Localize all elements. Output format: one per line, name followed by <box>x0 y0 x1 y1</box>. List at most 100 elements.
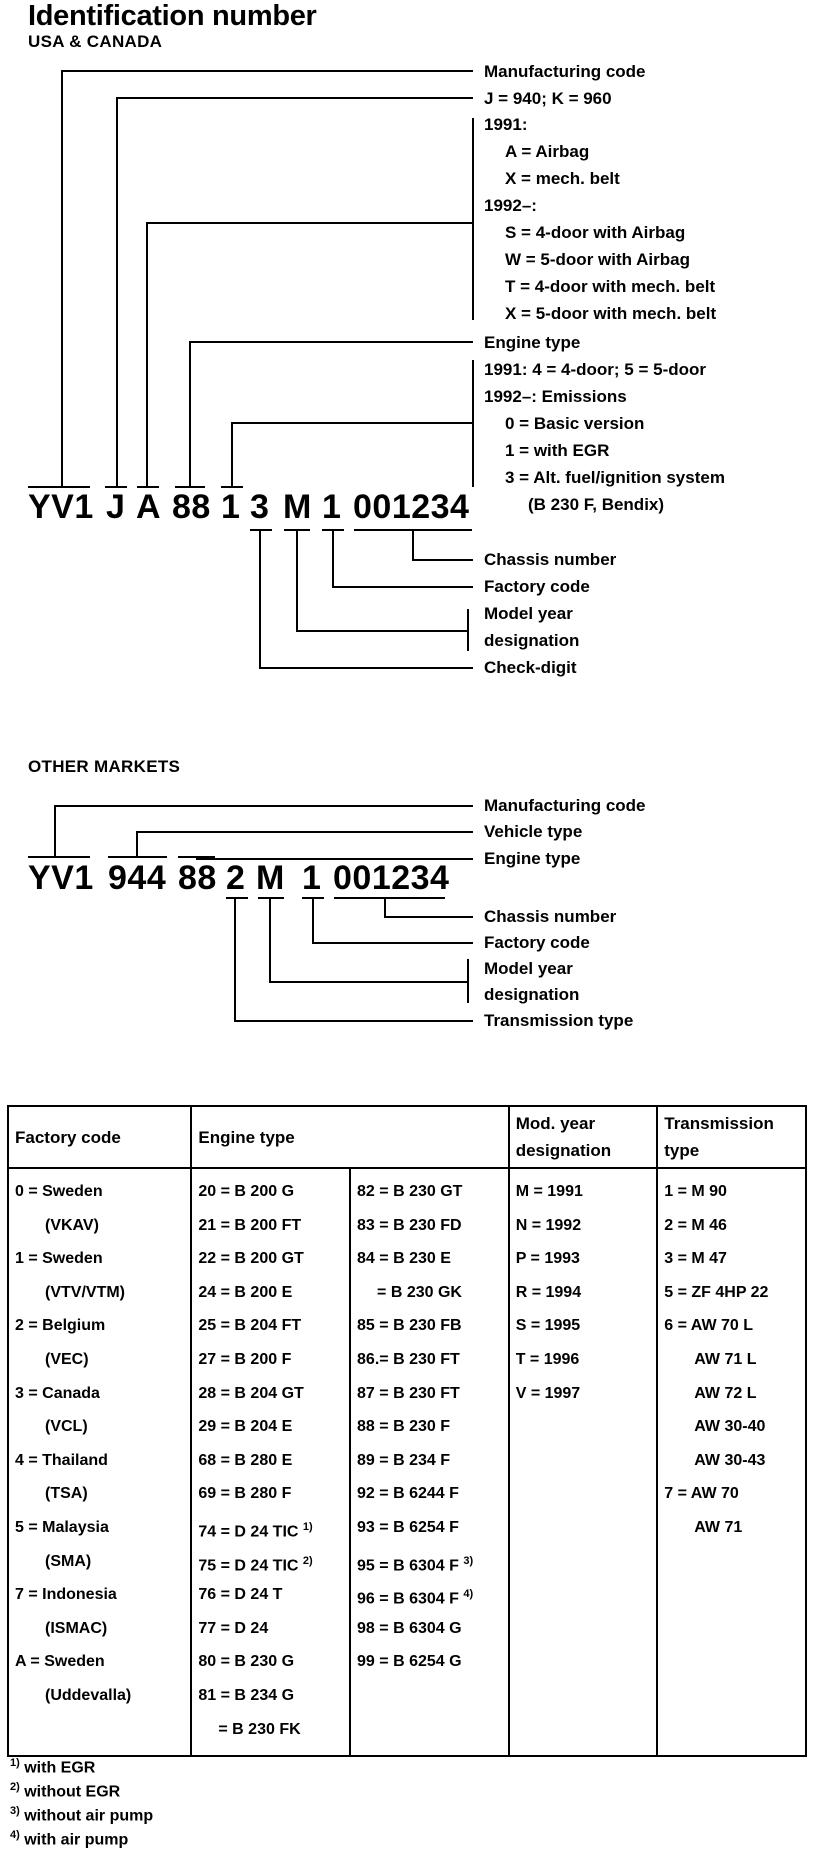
leader-restraint <box>146 222 473 487</box>
cell-text: 80 = B 230 G <box>198 1653 295 1671</box>
cell-text: 7 = AW 70 <box>664 1485 739 1503</box>
om-leader-vehicle-type <box>136 831 473 857</box>
cell-text: (VKAV) <box>45 1216 99 1234</box>
cell-text: 25 = B 204 FT <box>198 1317 302 1335</box>
label-mech-belt: X = mech. belt <box>505 169 620 188</box>
cell-text: 22 = B 200 GT <box>198 1250 304 1268</box>
cell-text: R = 1994 <box>515 1283 582 1301</box>
label-model: J = 940; K = 960 <box>484 89 612 108</box>
om-leader-transmission <box>234 898 473 1022</box>
trans-item: 7 = AW 70 <box>664 1477 799 1511</box>
footnote-mark: 4) <box>10 1829 20 1841</box>
vin-part-emission: 1 <box>221 488 241 526</box>
vin-part-yv1: YV1 <box>28 488 94 526</box>
engine-b-item: 92 = B 6244 F <box>357 1477 502 1511</box>
cell-text: 99 = B 6254 G <box>357 1653 462 1671</box>
om-label-vehicle-type: Vehicle type <box>484 822 583 841</box>
engine-a-item: 80 = B 230 G <box>198 1645 343 1679</box>
label-engine-type: Engine type <box>484 333 581 352</box>
trans-item: AW 30-43 <box>664 1444 799 1478</box>
cell-text: 3 = Canada <box>15 1384 100 1402</box>
cell-text: 77 = D 24 <box>198 1619 269 1637</box>
footnote-1: 1) with EGR <box>10 1757 95 1777</box>
section-title-usa-canada: USA & CANADA <box>28 32 163 51</box>
modyear-item: P = 1993 <box>516 1242 651 1276</box>
engine-b-item: 98 = B 6304 G <box>357 1612 502 1646</box>
engine-b-item: 82 = B 230 GT <box>357 1175 502 1209</box>
column-factory-code: 0 = Sweden(VKAV)1 = Sweden(VTV/VTM)2 = B… <box>6 1167 193 1757</box>
page-title: Identification number <box>28 0 317 32</box>
cell-text: 21 = B 200 FT <box>198 1216 302 1234</box>
leader-manufacturing-code <box>61 70 473 487</box>
engine-a-item: 29 = B 204 E <box>198 1410 343 1444</box>
modyear-item: N = 1992 <box>516 1209 651 1243</box>
cell-text: S = 1995 <box>515 1317 581 1335</box>
cell-text: 92 = B 6244 F <box>357 1485 459 1503</box>
footnote-3: 3) without air pump <box>10 1805 153 1825</box>
footnote-text: with EGR <box>24 1759 96 1777</box>
factory-item: 4 = Thailand <box>15 1444 184 1478</box>
engine-b-item: 84 = B 230 E <box>357 1242 502 1276</box>
footnote-2: 2) without EGR <box>10 1781 120 1801</box>
footnote-mark: 3) <box>10 1805 20 1817</box>
factory-item: (SMA) <box>15 1545 184 1579</box>
cell-text: 4 = Thailand <box>15 1451 108 1469</box>
engine-a-item: 27 = B 200 F <box>198 1343 343 1377</box>
label-emissions: 1992–: Emissions <box>484 387 627 406</box>
header-engine-type: Engine type <box>190 1105 510 1169</box>
footnote-4: 4) with air pump <box>10 1829 128 1849</box>
engine-a-item: 21 = B 200 FT <box>198 1209 343 1243</box>
vin-part-model: J <box>106 488 126 526</box>
cell-text: P = 1993 <box>515 1250 580 1268</box>
leader-doors-emissions <box>231 422 473 487</box>
cell-text: 75 = D 24 TIC <box>198 1556 299 1574</box>
cell-text: (TSA) <box>45 1485 88 1503</box>
factory-item: 1 = Sweden <box>15 1242 184 1276</box>
om-vin-part-yv1: YV1 <box>28 859 94 897</box>
header-mod-year-line1: Mod. year <box>515 1114 596 1133</box>
footnote-mark: 1) <box>10 1757 20 1769</box>
om-label-chassis-number: Chassis number <box>484 907 617 926</box>
cell-text: V = 1997 <box>515 1384 581 1402</box>
cell-text: 1 = M 90 <box>664 1183 727 1200</box>
engine-b-item: 88 = B 230 F <box>357 1410 502 1444</box>
factory-item: 7 = Indonesia <box>15 1578 184 1612</box>
cell-text: T = 1996 <box>515 1350 580 1368</box>
cell-text: 68 = B 280 E <box>198 1451 293 1469</box>
label-check-digit: Check-digit <box>484 658 577 677</box>
cell-text: 87 = B 230 FT <box>357 1384 460 1402</box>
om-vin-part-transmission: 2 <box>226 859 246 897</box>
cell-text: (Uddevalla) <box>45 1686 132 1704</box>
engine-a-item: 75 = D 24 TIC 2) <box>198 1545 343 1579</box>
cell-text: 96 = B 6304 F <box>357 1590 459 1608</box>
engine-a-item: 77 = D 24 <box>198 1612 343 1646</box>
footnote-ref: 2) <box>302 1554 313 1567</box>
label-manufacturing-code: Manufacturing code <box>484 62 646 81</box>
cell-text: 74 = D 24 TIC <box>198 1523 299 1541</box>
factory-item: A = Sweden <box>15 1645 184 1679</box>
cell-text: AW 72 L <box>694 1384 757 1402</box>
cell-text: 98 = B 6304 G <box>357 1619 462 1637</box>
leader-chassis-number <box>412 530 473 561</box>
cell-text: 2 = M 46 <box>664 1216 727 1234</box>
leader-factory-code <box>332 530 473 588</box>
trans-item: 3 = M 47 <box>664 1242 799 1276</box>
om-label-model-year: Model year <box>484 959 573 978</box>
modyear-item: R = 1994 <box>516 1276 651 1310</box>
cell-text: 95 = B 6304 F <box>357 1556 459 1574</box>
footnote-ref: 1) <box>302 1520 313 1533</box>
trans-item: 2 = M 46 <box>664 1209 799 1243</box>
factory-item: 2 = Belgium <box>15 1309 184 1343</box>
engine-b-item: 89 = B 234 F <box>357 1444 502 1478</box>
label-1992: 1992–: <box>484 196 537 215</box>
footnote-text: without EGR <box>24 1783 121 1801</box>
engine-a-item: 22 = B 200 GT <box>198 1242 343 1276</box>
engine-a-item: 28 = B 204 GT <box>198 1377 343 1411</box>
om-vin-part-vehicle: 944 <box>108 859 167 897</box>
label-airbag: A = Airbag <box>505 142 590 161</box>
engine-b-item: 85 = B 230 FB <box>357 1309 502 1343</box>
cell-text: 83 = B 230 FD <box>357 1216 462 1234</box>
